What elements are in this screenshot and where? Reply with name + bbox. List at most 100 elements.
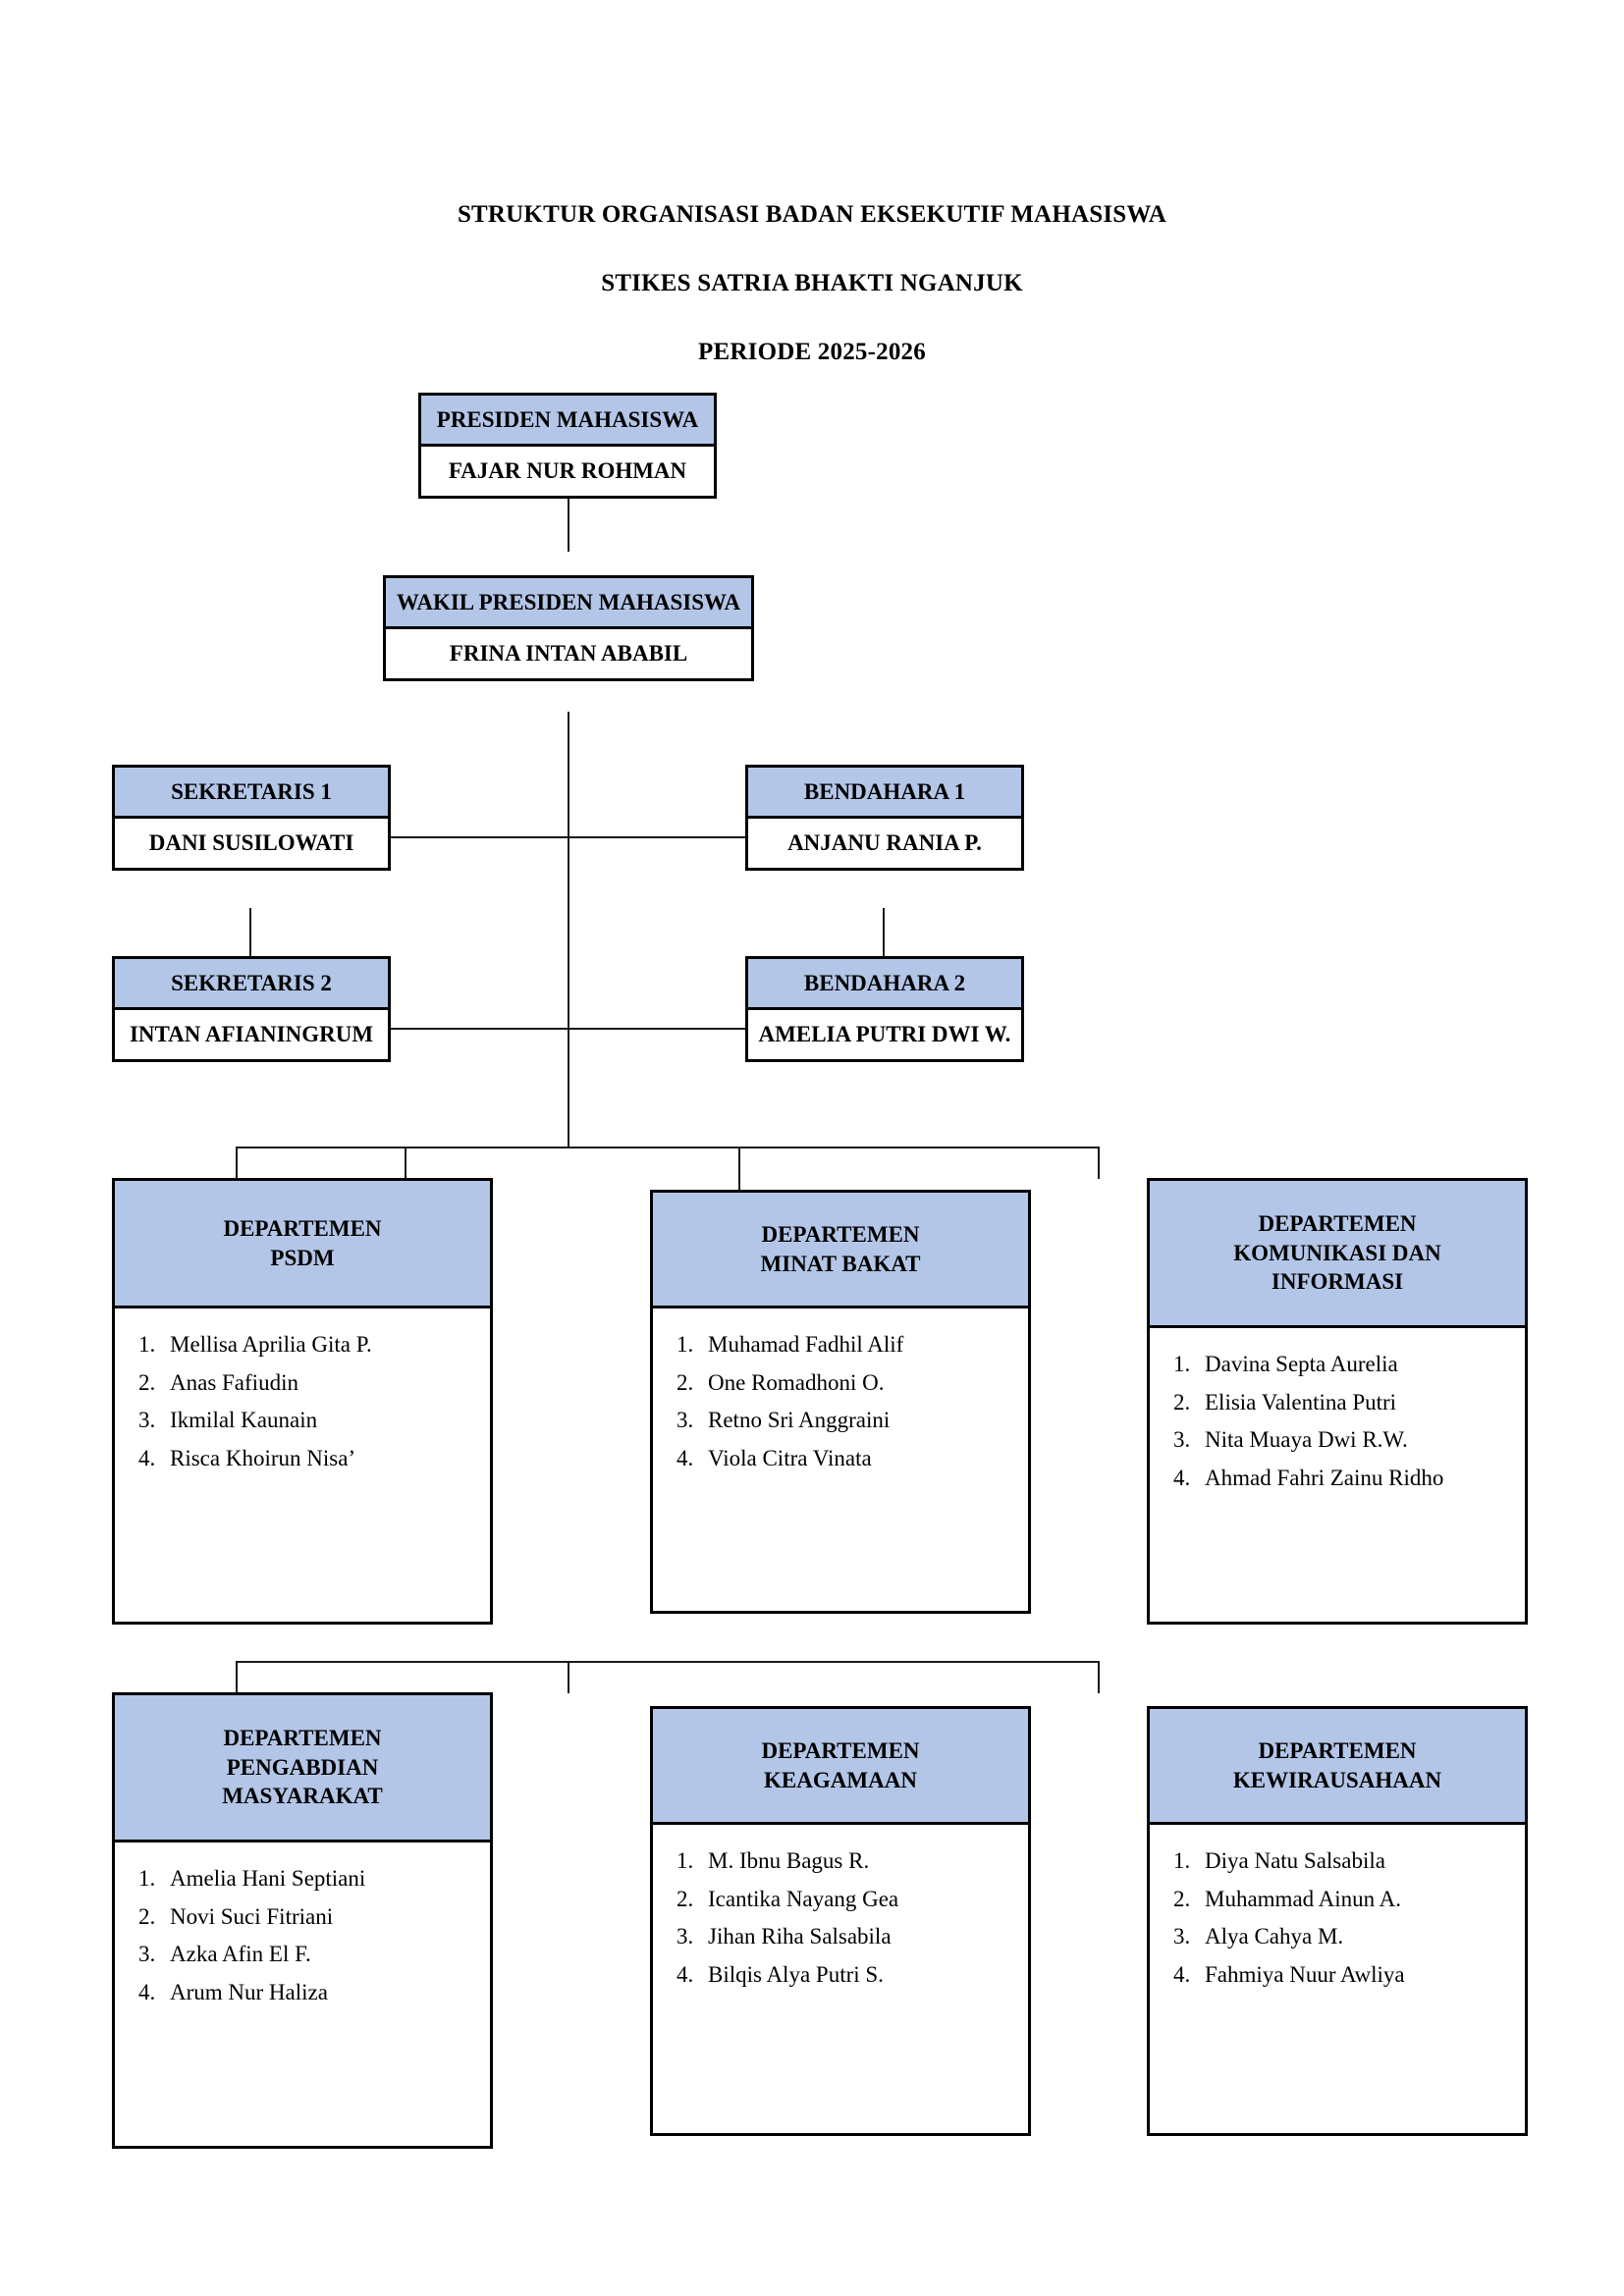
member-name: Diya Natu Salsabila	[1205, 1848, 1385, 1873]
member-name: Bilqis Alya Putri S.	[708, 1961, 884, 1987]
department-title-line: DEPARTEMEN	[223, 1726, 382, 1751]
president-name: FAJAR NUR ROHMAN	[448, 458, 687, 483]
department-title-line: DEPARTEMEN	[1258, 1738, 1417, 1764]
secretary-1-name: DANI SUSILOWATI	[148, 830, 354, 855]
list-item: 3.Alya Cahya M.	[1173, 1918, 1515, 1956]
member-name: Fahmiya Nuur Awliya	[1205, 1961, 1405, 1987]
member-number: 4.	[138, 1979, 156, 2004]
member-number: 2.	[138, 1903, 156, 1929]
connector-secretary-1-to-2	[249, 908, 251, 972]
member-name: Nita Muaya Dwi R.W.	[1205, 1427, 1408, 1453]
list-item: 4. Fahmiya Nuur Awliya	[1173, 1956, 1515, 1995]
list-item: 3. Nita Muaya Dwi R.W.	[1173, 1421, 1515, 1460]
node-department-pengabdian-masyarakat[interactable]: DEPARTEMEN PENGABDIAN MASYARAKAT 1. Ameli…	[112, 1692, 493, 2149]
member-name: One Romadhoni O.	[708, 1369, 885, 1395]
member-number: 3.	[138, 1942, 156, 1967]
member-number: 1.	[677, 1332, 694, 1357]
department-title: DEPARTEMEN KEAGAMAAN	[653, 1709, 1028, 1825]
member-number: 1.	[138, 1866, 156, 1891]
department-title-line: KOMUNIKASI DAN	[1233, 1240, 1441, 1265]
list-item: 1. Muhamad Fadhil Alif	[677, 1326, 1018, 1364]
list-item: 1. M. Ibnu Bagus R.	[677, 1842, 1018, 1881]
department-title-line: DEPARTEMEN	[223, 1216, 382, 1242]
department-title: DEPARTEMEN KOMUNIKASI DAN INFORMASI	[1150, 1181, 1525, 1328]
list-item: 2.Icantika Nayang Gea	[677, 1881, 1018, 1919]
department-member-list: 1. Muhamad Fadhil Alif 2. One Romadhoni O.…	[653, 1308, 1028, 1496]
member-number: 1.	[677, 1848, 694, 1873]
connector-dept-drop-right-row1	[1098, 1147, 1100, 1179]
department-title-line: MINAT BAKAT	[760, 1251, 921, 1276]
list-item: 4.Risca Khoirun Nisa’	[138, 1440, 480, 1478]
node-department-psdm[interactable]: DEPARTEMEN PSDM 1. Mellisa Aprilia Gita P…	[112, 1178, 493, 1625]
member-name: Retno Sri Anggraini	[708, 1408, 891, 1433]
connector-department-bar-row-2	[236, 1661, 1100, 1663]
node-treasurer-2[interactable]: BENDAHARA 2 AMELIA PUTRI DWI W.	[745, 956, 1024, 1062]
connector-spine-to-treasurer-2	[568, 1028, 748, 1030]
department-title-line: KEWIRAUSAHAAN	[1232, 1767, 1442, 1792]
secretary-1-role: SEKRETARIS 1	[115, 768, 388, 819]
department-member-list: 1.Davina Septa Aurelia 2.Elisia Valentin…	[1150, 1328, 1525, 1516]
member-number: 2.	[1173, 1389, 1191, 1415]
department-title-line: DEPARTEMEN	[761, 1222, 920, 1248]
node-president[interactable]: PRESIDEN MAHASISWA FAJAR NUR ROHMAN	[418, 393, 717, 499]
department-title-line: PSDM	[270, 1245, 335, 1270]
connector-dept-drop-pengabdian	[236, 1661, 238, 1693]
member-name: Elisia Valentina Putri	[1205, 1389, 1397, 1415]
node-secretary-2[interactable]: SEKRETARIS 2 INTAN AFIANINGRUM	[112, 956, 391, 1062]
node-vice-president[interactable]: WAKIL PRESIDEN MAHASISWA FRINA INTAN ABA…	[383, 575, 754, 681]
member-name: Icantika Nayang Gea	[708, 1886, 899, 1911]
list-item: 2.Novi Suci Fitriani	[138, 1898, 480, 1937]
node-department-komunikasi-informasi[interactable]: DEPARTEMEN KOMUNIKASI DAN INFORMASI 1.Da…	[1147, 1178, 1528, 1625]
member-name: Muhammad Ainun A.	[1205, 1886, 1401, 1911]
member-name: Muhamad Fadhil Alif	[708, 1332, 904, 1357]
department-member-list: 1. Diya Natu Salsabila 2. Muhammad Ainun A…	[1150, 1825, 1525, 2012]
list-item: 1. Mellisa Aprilia Gita P.	[138, 1326, 480, 1364]
node-department-keagamaan[interactable]: DEPARTEMEN KEAGAMAAN 1. M. Ibnu Bagus R. …	[650, 1706, 1031, 2136]
connector-treasurer-1-to-2	[883, 908, 885, 972]
member-number: 3.	[1173, 1427, 1191, 1453]
member-name: Mellisa Aprilia Gita P.	[170, 1332, 372, 1357]
list-item: 4. Viola Citra Vinata	[677, 1440, 1018, 1478]
member-number: 2.	[1173, 1886, 1191, 1911]
list-item: 4. Arum Nur Haliza	[138, 1974, 480, 2012]
department-title-line: MASYARAKAT	[222, 1784, 383, 1809]
department-title-line: PENGABDIAN	[226, 1754, 379, 1780]
department-member-list: 1. M. Ibnu Bagus R. 2.Icantika Nayang Gea…	[653, 1825, 1028, 2012]
list-item: 2.Anas Fafiudin	[138, 1364, 480, 1403]
department-member-list: 1. Amelia Hani Septiani 2.Novi Suci Fitri…	[115, 1842, 490, 2030]
treasurer-1-role: BENDAHARA 1	[748, 768, 1021, 819]
member-number: 2.	[677, 1369, 694, 1395]
list-item: 3.Ikmilal Kaunain	[138, 1402, 480, 1440]
department-title: DEPARTEMEN PENGABDIAN MASYARAKAT	[115, 1695, 490, 1842]
connector-dept-drop-keagamaan	[568, 1661, 569, 1693]
member-number: 4.	[1173, 1961, 1191, 1987]
department-title: DEPARTEMEN PSDM	[115, 1181, 490, 1308]
member-number: 1.	[138, 1332, 156, 1357]
connector-dept-drop-psdm	[236, 1147, 238, 1179]
node-department-minat-bakat[interactable]: DEPARTEMEN MINAT BAKAT 1. Muhamad Fadhil …	[650, 1190, 1031, 1614]
page-title-line-2: STIKES SATRIA BHAKTI NGANJUK	[601, 270, 1023, 296]
member-name: M. Ibnu Bagus R.	[708, 1848, 870, 1873]
list-item: 2. Elisia Valentina Putri	[1173, 1384, 1515, 1422]
department-title-line: DEPARTEMEN	[761, 1738, 920, 1764]
member-name: Viola Citra Vinata	[708, 1445, 872, 1470]
member-number: 1.	[1173, 1848, 1191, 1873]
connector-spine-to-secretary-2	[389, 1028, 569, 1030]
secretary-2-role: SEKRETARIS 2	[115, 959, 388, 1010]
member-name: Anas Fafiudin	[170, 1369, 298, 1395]
member-name: Jihan Riha Salsabila	[708, 1924, 892, 1949]
member-name: Azka Afin El F.	[170, 1942, 311, 1967]
member-name: Amelia Hani Septiani	[170, 1866, 366, 1891]
node-department-kewirausahaan[interactable]: DEPARTEMEN KEWIRAUSAHAAN 1. Diya Natu Sal…	[1147, 1706, 1528, 2136]
node-treasurer-1[interactable]: BENDAHARA 1 ANJANU RANIA P.	[745, 765, 1024, 871]
list-item: 1. Amelia Hani Septiani	[138, 1860, 480, 1898]
connector-spine-to-treasurer-1	[568, 836, 748, 838]
node-secretary-1[interactable]: SEKRETARIS 1 DANI SUSILOWATI	[112, 765, 391, 871]
member-number: 4.	[677, 1445, 694, 1470]
member-name: Arum Nur Haliza	[170, 1979, 328, 2004]
connector-spine-to-secretary-1	[389, 836, 569, 838]
member-number: 3.	[1173, 1924, 1191, 1949]
connector-department-bar-row-1	[236, 1147, 1100, 1148]
connector-vp-spine	[568, 712, 569, 1148]
